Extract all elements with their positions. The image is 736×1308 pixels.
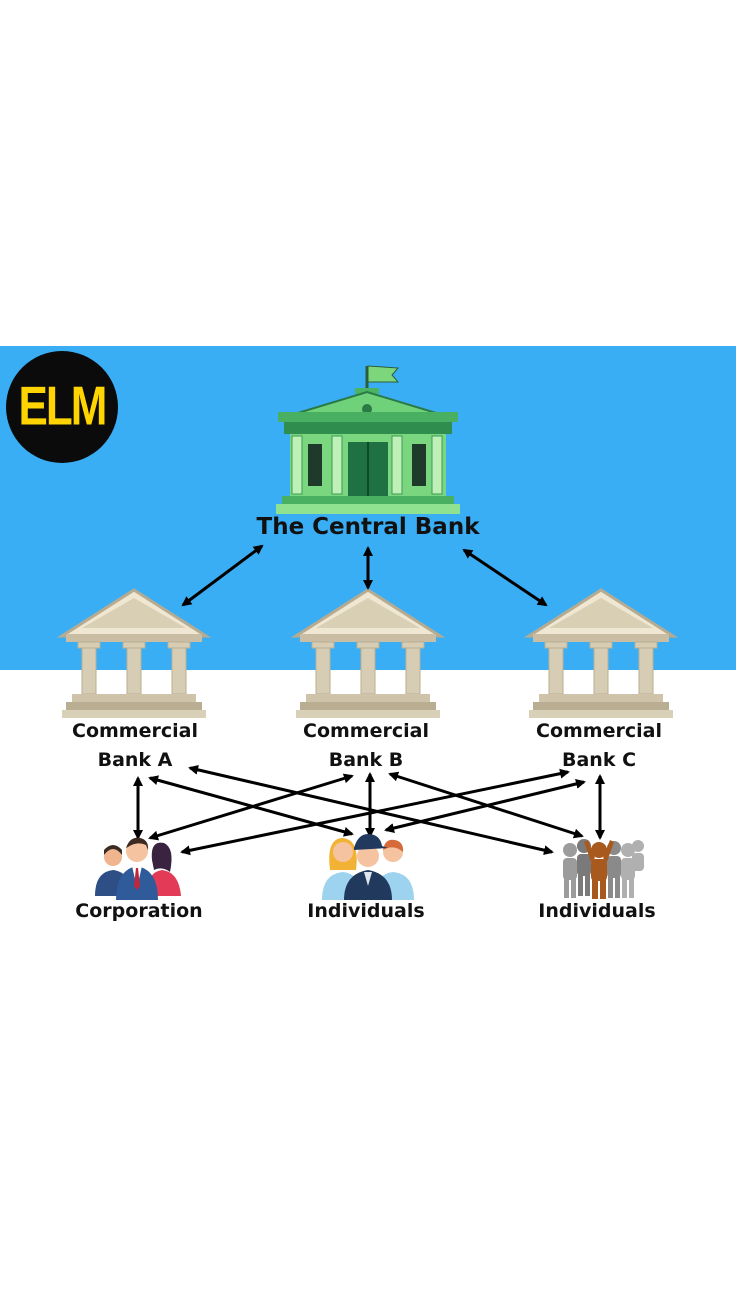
corporation-label: Corporation	[75, 900, 203, 922]
commercial-bank-c-label: Commercial Bank C	[504, 717, 694, 775]
commercial-bank-b-label: Commercial Bank B	[271, 717, 461, 775]
corporation-people-icon	[95, 837, 181, 900]
elm-logo: ELM	[6, 351, 118, 463]
bank-c-line2: Bank C	[561, 749, 637, 771]
central-bank-icon	[276, 365, 460, 514]
individuals-label-1: Individuals	[307, 900, 425, 922]
individuals-crowd-icon-2	[563, 839, 644, 899]
commercial-bank-b-icon	[290, 588, 446, 718]
individuals-label-2: Individuals	[538, 900, 656, 922]
bank-a-line2: Bank A	[97, 749, 173, 771]
bank-a-line1: Commercial	[72, 720, 198, 742]
arrow-central-to-bank-c	[462, 548, 548, 607]
bank-b-line1: Commercial	[303, 720, 429, 742]
individuals-people-icon-1	[322, 834, 414, 900]
central-bank-label: The Central Bank	[256, 514, 480, 540]
arrow-central-to-bank-a	[181, 544, 264, 607]
commercial-bank-c-icon	[523, 588, 679, 718]
commercial-bank-a-label: Commercial Bank A	[40, 717, 230, 775]
arrow-bank-c-to-individuals-1	[384, 779, 586, 833]
bank-b-line2: Bank B	[328, 749, 404, 771]
commercial-bank-a-icon	[56, 588, 212, 718]
logo-text: ELM	[18, 375, 108, 437]
bank-c-line1: Commercial	[536, 720, 662, 742]
